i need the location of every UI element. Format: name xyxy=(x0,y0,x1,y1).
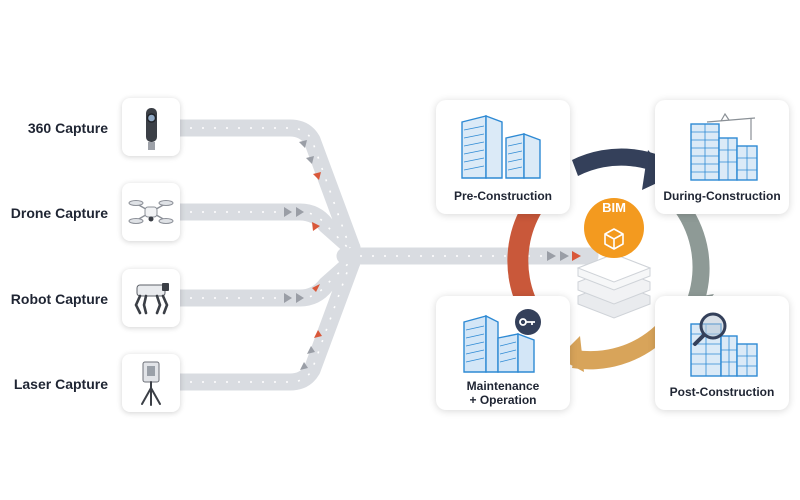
arrow-gray xyxy=(284,293,292,303)
laser-scanner-icon xyxy=(141,361,161,406)
robot-dog-icon xyxy=(134,283,169,315)
phase-card-during-construction: During-Construction xyxy=(655,100,789,214)
arrow-gray xyxy=(547,251,556,261)
ring-segment-gold xyxy=(572,326,665,370)
capture-label-drone: Drone Capture xyxy=(10,205,108,221)
phase-card-maintenance-operation: Maintenance + Operation xyxy=(436,296,570,410)
phase-card-pre-construction: Pre-Construction xyxy=(436,100,570,214)
arrows-360 xyxy=(299,140,321,180)
arrow-red xyxy=(572,251,581,261)
capture-label-laser: Laser Capture xyxy=(13,376,108,392)
arrow-gray xyxy=(307,346,315,354)
phase-label-post-construction: Post-Construction xyxy=(669,385,775,399)
arrow-gray xyxy=(299,140,307,148)
phase-label-maintenance: Maintenance xyxy=(466,379,540,393)
arrow-gray xyxy=(300,362,308,370)
device-card-drone xyxy=(122,183,180,241)
bim-label: BIM xyxy=(602,200,626,215)
path-laser xyxy=(171,253,361,391)
device-card-laser xyxy=(122,354,180,412)
building-crane-icon xyxy=(690,112,758,181)
cube-icon xyxy=(604,228,624,250)
building-magnifier-icon xyxy=(690,312,758,377)
360-camera-icon xyxy=(146,108,157,150)
arrow-red xyxy=(312,222,320,231)
device-card-robot xyxy=(122,269,180,327)
arrow-gray xyxy=(306,156,314,164)
arrow-red xyxy=(313,172,321,180)
path-360 xyxy=(171,119,361,257)
phase-card-post-construction: Post-Construction xyxy=(655,296,789,410)
drone-icon xyxy=(128,200,174,224)
capture-label-360: 360 Capture xyxy=(27,120,108,136)
building-key-icon xyxy=(463,309,541,373)
arrow-gray xyxy=(284,207,292,217)
arrow-gray xyxy=(296,293,304,303)
ring-segment-gray xyxy=(675,205,710,300)
phase-label-during-construction: During-Construction xyxy=(663,189,781,203)
arrows-laser xyxy=(300,330,322,370)
arrow-gray xyxy=(560,251,569,261)
arrows-drone xyxy=(284,207,320,231)
capture-label-robot: Robot Capture xyxy=(10,291,108,307)
ring-arrowhead-gold xyxy=(558,336,584,372)
arrows-main xyxy=(547,251,581,261)
arrows-robot xyxy=(284,284,320,303)
phase-label-operation: + Operation xyxy=(469,393,537,407)
phase-label-pre-construction: Pre-Construction xyxy=(453,189,552,203)
arrow-gray xyxy=(296,207,304,217)
device-card-360 xyxy=(122,98,180,156)
arrow-red xyxy=(314,330,322,338)
building-outline-icon xyxy=(461,114,541,179)
arrow-red xyxy=(312,284,320,292)
